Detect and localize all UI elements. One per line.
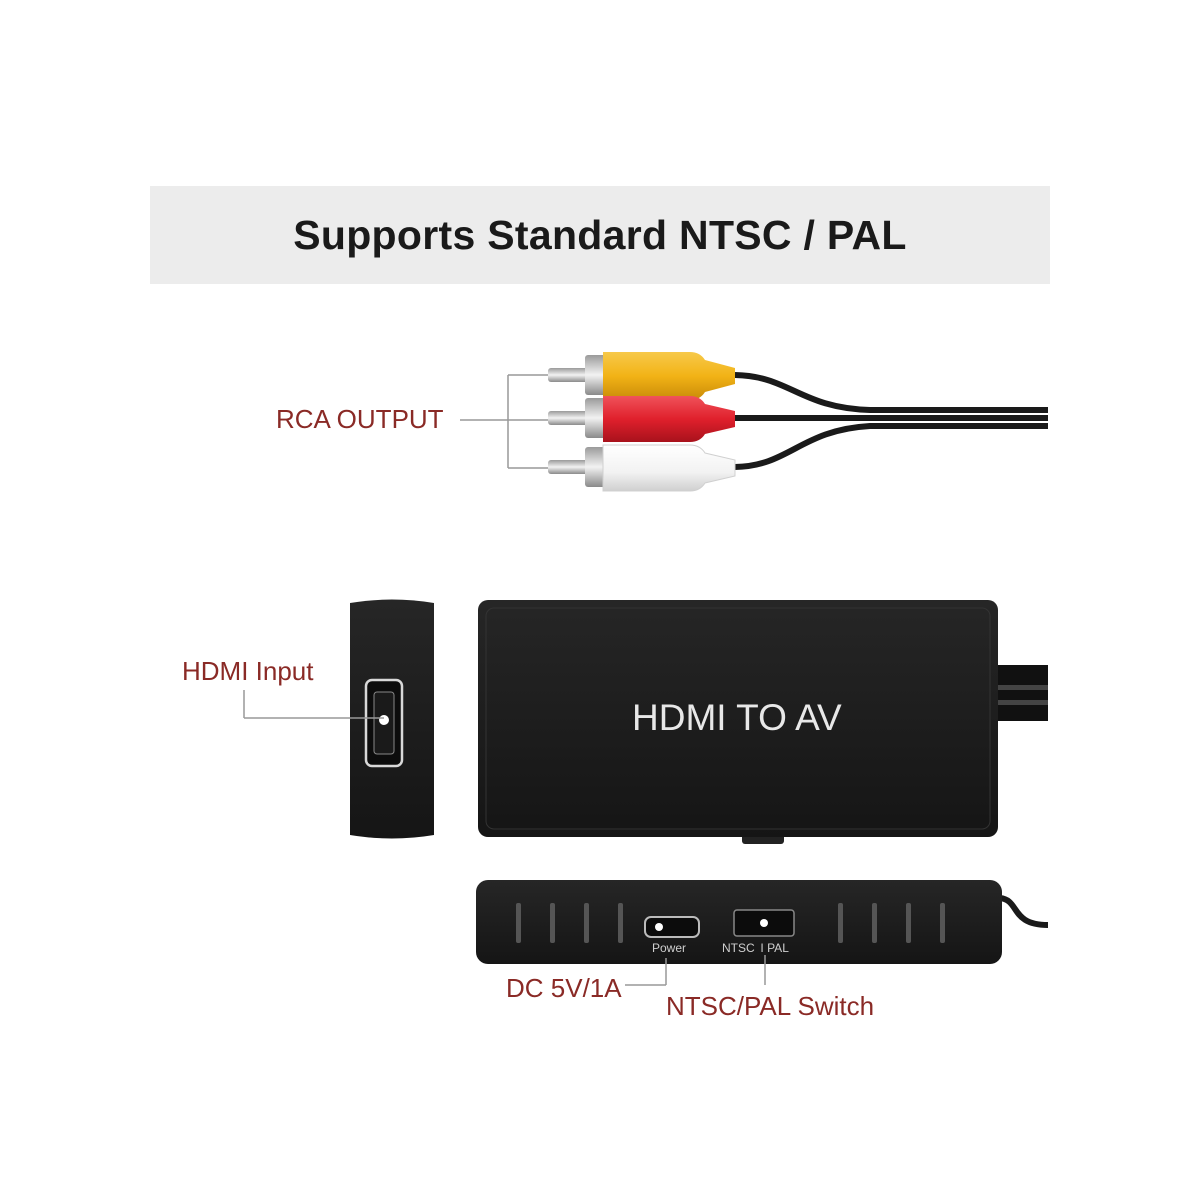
device-side-view [476,880,1049,964]
rca-plug-white [548,444,736,492]
rca-callout-bracket [460,374,548,469]
rca-plug-red [548,396,735,442]
hdmi-input-label: HDMI Input [182,656,314,686]
banner-title: Supports Standard NTSC / PAL [293,211,907,258]
title-banner: Supports Standard NTSC / PAL [150,186,1050,284]
dc-power-label: DC 5V/1A [506,973,622,1003]
power-port-label: Power [652,941,687,955]
hdmi-callout-line [243,690,384,719]
rca-cables [734,372,1048,470]
switch-label: NTSC/PAL Switch [666,991,875,1021]
rca-plug-yellow [548,352,735,400]
power-callout-line [625,958,667,986]
ntsc-pal-switch-label: NTSC I PAL [722,941,789,955]
hdmi-end-view [350,599,434,839]
device-name: HDMI TO AV [632,697,842,738]
hdmi-to-av-box [478,600,1048,844]
rca-output-label: RCA OUTPUT [276,404,444,434]
